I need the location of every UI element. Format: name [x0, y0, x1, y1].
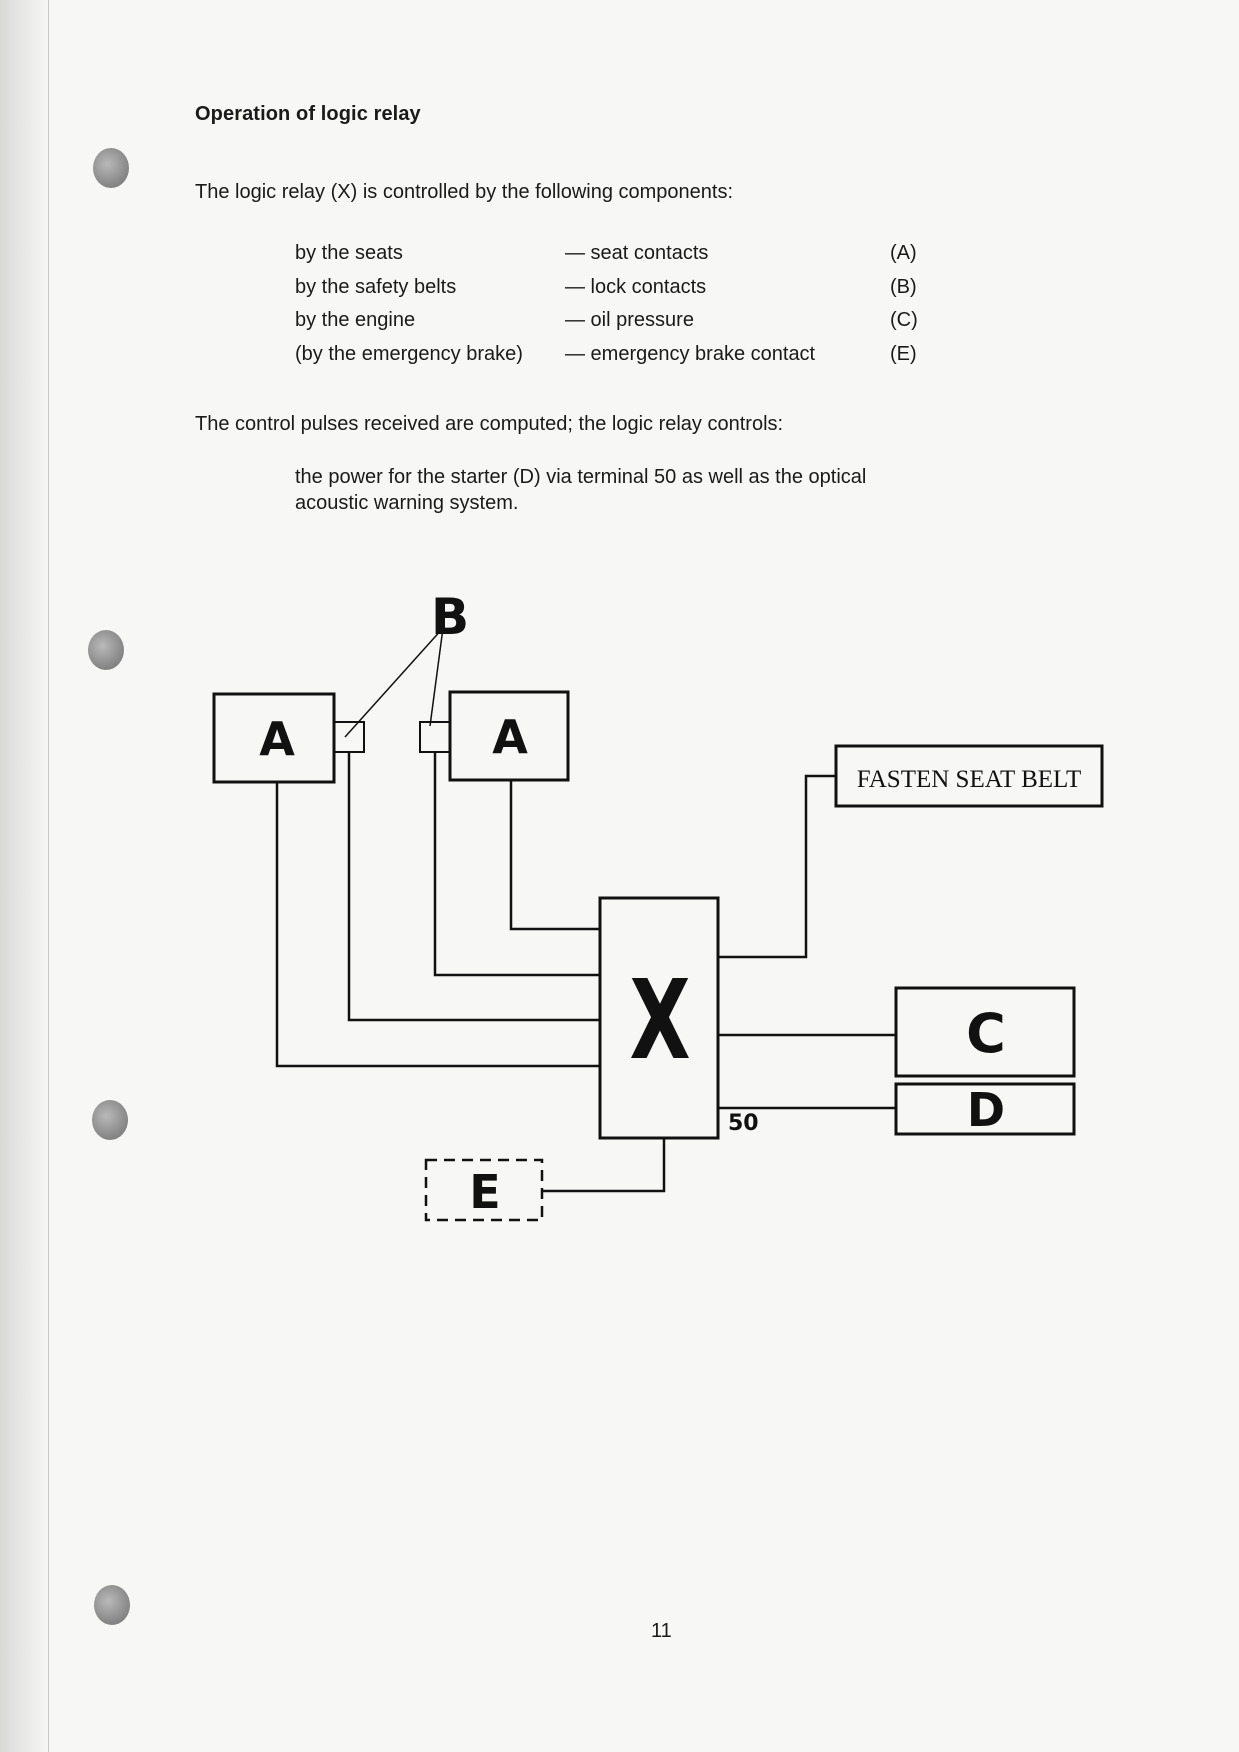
- component-part: — emergency brake contact: [565, 342, 816, 365]
- oil-pressure-box: [894, 986, 1076, 1078]
- logic-relay-box: [598, 896, 720, 1140]
- component-code: (C): [890, 309, 918, 332]
- component-source: by the safety belts: [295, 275, 457, 298]
- list-item: by the safety belts — lock contacts (B): [295, 271, 930, 305]
- label-b: B: [431, 588, 469, 646]
- wire-belt-right: [433, 752, 600, 977]
- component-code: (B): [890, 275, 917, 298]
- leader-line-right: [429, 627, 444, 727]
- component-part: — oil pressure: [565, 309, 694, 332]
- label-a-left: A: [259, 712, 295, 766]
- label-x: X: [629, 956, 690, 1085]
- label-d: D: [967, 1083, 1005, 1137]
- component-code: (A): [890, 242, 917, 265]
- control-paragraph: The control pulses received are computed…: [195, 413, 784, 435]
- punch-hole: [94, 1585, 130, 1625]
- belt-lock-contact-left: [333, 721, 365, 753]
- page-number: 11: [651, 1620, 672, 1642]
- list-item: by the engine — oil pressure (C): [295, 304, 930, 338]
- punch-hole: [88, 630, 124, 670]
- binder-line: [48, 0, 49, 1752]
- wire-belt-left: [347, 752, 600, 1022]
- punch-hole: [93, 148, 129, 188]
- binder-edge: [0, 0, 50, 1752]
- section-heading: Operation of logic relay: [195, 103, 421, 125]
- leader-line-left: [344, 627, 444, 738]
- starter-paragraph: the power for the starter (D) via termin…: [295, 466, 867, 514]
- component-source: (by the emergency brake): [295, 342, 523, 365]
- wire-warning: [718, 774, 836, 959]
- component-code: (E): [890, 342, 917, 365]
- component-part: — lock contacts: [565, 275, 707, 298]
- belt-lock-contact-right: [419, 721, 451, 753]
- list-item: (by the emergency brake) — emergency bra…: [295, 338, 930, 372]
- intro-paragraph: The logic relay (X) is controlled by the…: [195, 181, 734, 203]
- component-part: — seat contacts: [565, 242, 709, 265]
- label-a-right: A: [492, 710, 528, 764]
- wire-brake: [542, 1138, 666, 1193]
- list-item: by the seats — seat contacts (A): [295, 237, 930, 271]
- warning-text: FASTEN SEAT BELT: [857, 766, 1082, 793]
- punch-hole: [92, 1100, 128, 1140]
- label-c: C: [966, 1002, 1006, 1065]
- wire-seat-right: [509, 780, 600, 931]
- terminal-label: 50: [728, 1111, 759, 1136]
- component-list: by the seats — seat contacts (A) by the …: [295, 237, 930, 371]
- label-e: E: [469, 1165, 500, 1219]
- component-source: by the seats: [295, 242, 403, 265]
- component-source: by the engine: [295, 309, 416, 332]
- wire-seat-left: [275, 782, 600, 1068]
